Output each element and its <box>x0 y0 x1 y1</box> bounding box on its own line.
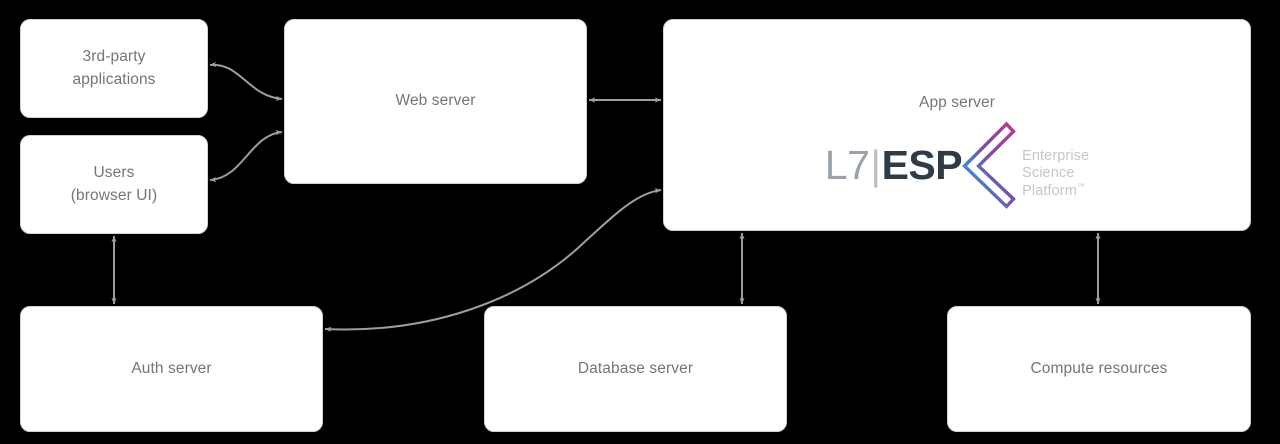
node-auth-server[interactable]: Auth server <box>20 306 323 432</box>
node-label: Auth server <box>131 359 212 377</box>
edge-users-to-web-server <box>209 129 283 183</box>
node-third-party-applications[interactable]: 3rd-party applications <box>20 19 208 118</box>
l7esp-wordmark: L7 | ESP <box>824 141 963 188</box>
node-label: Web server <box>395 92 476 110</box>
node-label: Users (browser UI) <box>70 164 158 204</box>
logo-trademark-text: ™ <box>1076 182 1086 191</box>
node-label: Compute resources <box>1030 359 1168 377</box>
l7esp-logo: L7 | ESP Enterprise Science Platform™ <box>824 122 1089 210</box>
node-users-browser-ui[interactable]: Users (browser UI) <box>20 135 208 234</box>
logo-divider-text: | <box>870 141 881 188</box>
logo-esp-text: ESP <box>881 141 963 188</box>
logo-l7-text: L7 <box>824 141 870 188</box>
node-label: 3rd-party applications <box>72 48 156 88</box>
node-web-server[interactable]: Web server <box>284 19 587 184</box>
node-compute-resources[interactable]: Compute resources <box>947 306 1251 432</box>
edge-third-party-applications-to-web-server <box>209 61 283 102</box>
node-label: Database server <box>577 359 694 377</box>
logo-tagline: Enterprise Science Platform™ <box>1022 131 1089 200</box>
chevron-icon <box>962 122 1017 210</box>
logo-tagline-text: Enterprise Science Platform <box>1022 148 1090 199</box>
node-label: App server <box>919 94 995 111</box>
node-database-server[interactable]: Database server <box>484 306 787 432</box>
node-app-server[interactable]: App server L7 | ESP Enterprise Science P… <box>663 19 1251 231</box>
